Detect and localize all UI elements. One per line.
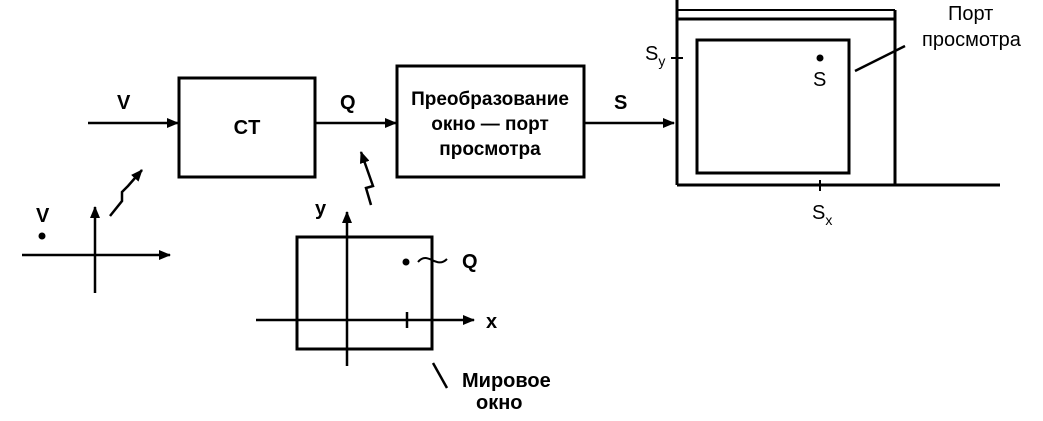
- screen-point-s-label: S: [813, 69, 826, 91]
- viewport-leader: [854, 44, 906, 73]
- world-point-q: [402, 258, 410, 266]
- transform-block-line-1: Преобразование: [411, 89, 569, 110]
- input-point-v: [38, 232, 46, 240]
- world-point-q-label: Q: [462, 251, 478, 273]
- input-point-v-label: V: [36, 205, 50, 227]
- s-label: S: [614, 92, 627, 114]
- screen-point-s: [816, 54, 824, 62]
- input-v-label: V: [117, 92, 131, 114]
- world-flow-squiggle: [359, 151, 375, 206]
- world-window-caption-1: Мировое: [462, 370, 551, 392]
- world-window-caption-2: окно: [476, 392, 523, 414]
- viewport-rect: [695, 38, 851, 175]
- input-flow-squiggle: [109, 169, 143, 217]
- world-y-axis-label: y: [315, 198, 327, 220]
- viewport-caption-1: Порт: [948, 3, 993, 25]
- q-leader: [417, 257, 448, 264]
- transform-block-line-3: просмотра: [439, 139, 541, 160]
- world-x-axis-label: x: [486, 311, 497, 333]
- ct-block: [177, 76, 317, 179]
- world-window-leader: [431, 362, 449, 389]
- window-viewport-transform-block: [395, 64, 586, 179]
- q-label: Q: [340, 92, 356, 114]
- sx-label: Sx: [812, 202, 832, 228]
- world-window-rect: [295, 235, 434, 351]
- transform-block-line-2: окно — порт: [431, 114, 549, 135]
- viewport-caption-2: просмотра: [922, 29, 1022, 51]
- sy-label: Sy: [645, 43, 665, 69]
- ct-block-label: CT: [234, 117, 261, 139]
